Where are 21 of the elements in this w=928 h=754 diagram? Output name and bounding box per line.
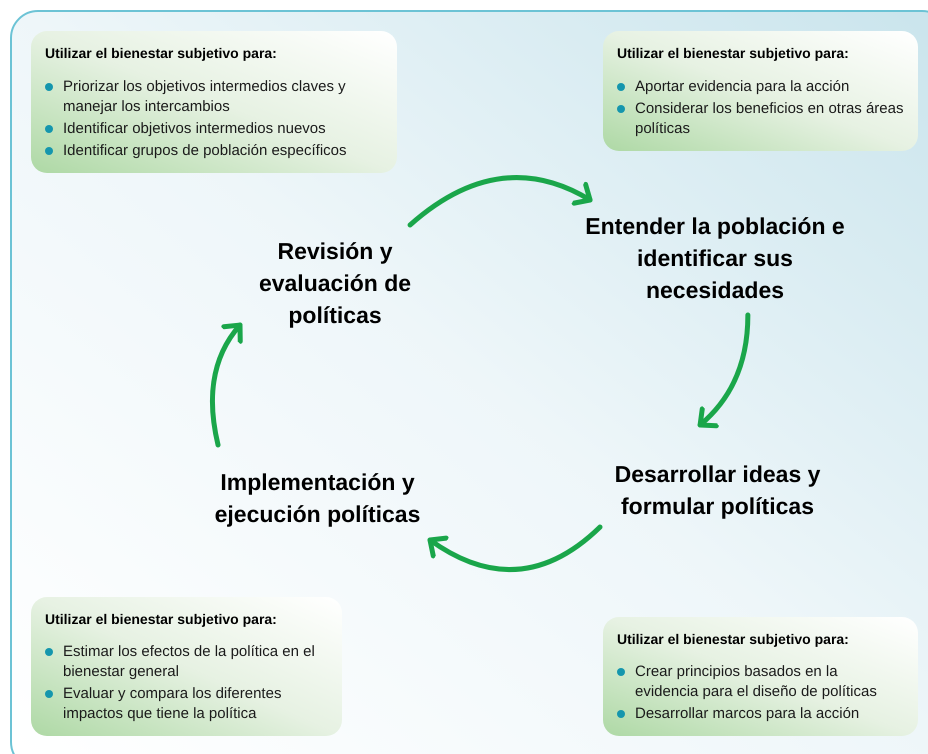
bullet-text: Priorizar los objetivos intermedios claves y manejar los intercambios [63,76,347,116]
info-card [603,616,918,736]
stage-label: Desarrollar ideas y formular políticas [614,460,822,521]
stage-label: Entender la población e identificar sus necesidades [584,212,846,304]
card-heading: Utilizar el bienestar subjetivo para: [617,45,850,62]
stage-label: Implementación y ejecución políticas [214,468,422,529]
bullet-text: Evaluar y compara los diferentes impactos que tiene la política [63,684,282,724]
bullet-text: Identificar objetivos intermedios nuevos [63,118,326,138]
info-card [31,31,397,172]
card-heading: Utilizar el bienestar subjetivo para: [45,610,278,628]
stage-label: Revisión y evaluación de políticas [258,236,412,330]
bullet-text: Crear principios basados en la evidencia para el diseño de políticas [635,662,878,702]
info-card [31,596,342,736]
bullet-text: Aportar evidencia para la acción [635,76,850,96]
bullet-text: Desarrollar marcos para la acción [635,704,860,724]
card-heading: Utilizar el bienestar subjetivo para: [45,45,278,62]
bullet-text: Estimar los efectos de la política en el bienestar general [63,642,316,682]
bullet-text: Identificar grupos de población específicos [63,140,347,160]
info-card [603,31,918,150]
card-heading: Utilizar el bienestar subjetivo para: [617,630,850,648]
bullet-text: Considerar los beneficios en otras áreas políticas [635,98,904,138]
